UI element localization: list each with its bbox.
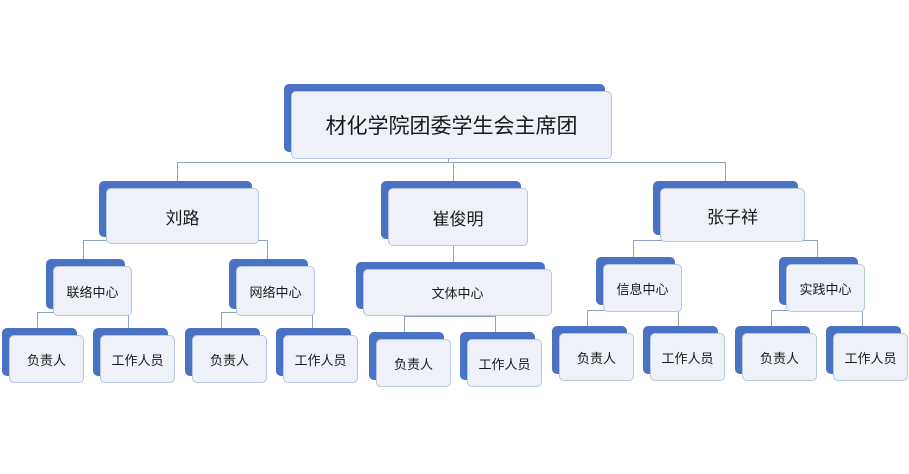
- role-node: 工作人员: [93, 328, 175, 383]
- member-node: 张子祥: [653, 181, 805, 242]
- role-node: 工作人员: [276, 328, 358, 383]
- connector: [495, 316, 496, 332]
- connector: [771, 310, 772, 326]
- node-label: 信息中心: [603, 264, 682, 312]
- connector: [453, 162, 454, 182]
- center-node: 文体中心: [356, 262, 552, 316]
- node-label: 张子祥: [660, 188, 805, 242]
- node-label: 工作人员: [100, 335, 175, 383]
- node-label: 工作人员: [283, 335, 358, 383]
- connector: [267, 240, 268, 260]
- node-label: 联络中心: [53, 266, 132, 316]
- node-label: 负责人: [742, 333, 817, 381]
- node-label: 网络中心: [236, 266, 315, 316]
- node-label: 负责人: [9, 335, 84, 383]
- node-label: 工作人员: [833, 333, 908, 381]
- connector: [448, 158, 449, 163]
- connector: [725, 162, 726, 182]
- role-node: 负责人: [185, 328, 267, 383]
- member-node: 崔俊明: [381, 181, 528, 246]
- role-node: 工作人员: [826, 326, 908, 381]
- center-node: 信息中心: [596, 257, 682, 312]
- node-label: 文体中心: [363, 269, 552, 316]
- node-label: 实践中心: [786, 264, 865, 312]
- node-label: 负责人: [559, 333, 634, 381]
- node-label: 刘路: [106, 188, 259, 244]
- connector: [128, 312, 129, 328]
- connector: [633, 240, 634, 258]
- connector: [37, 312, 38, 328]
- node-label: 负责人: [192, 335, 267, 383]
- connector: [404, 316, 405, 332]
- role-node: 工作人员: [643, 326, 725, 381]
- member-node: 刘路: [99, 181, 259, 244]
- node-label: 工作人员: [650, 333, 725, 381]
- connector: [177, 162, 726, 163]
- center-node: 联络中心: [46, 259, 132, 316]
- connector: [678, 310, 679, 326]
- connector: [587, 310, 588, 326]
- role-node: 负责人: [2, 328, 84, 383]
- node-label: 工作人员: [467, 339, 542, 387]
- node-label: 崔俊明: [388, 188, 528, 246]
- connector: [817, 240, 818, 258]
- root-node: 材化学院团委学生会主席团: [284, 84, 612, 159]
- connector: [404, 316, 496, 317]
- center-node: 网络中心: [229, 259, 315, 316]
- connector: [221, 312, 222, 328]
- connector: [312, 312, 313, 328]
- role-node: 负责人: [735, 326, 817, 381]
- connector: [83, 240, 84, 260]
- role-node: 负责人: [552, 326, 634, 381]
- connector: [862, 310, 863, 326]
- center-node: 实践中心: [779, 257, 865, 312]
- connector: [177, 162, 178, 182]
- node-label: 负责人: [376, 339, 451, 387]
- role-node: 负责人: [369, 332, 451, 387]
- role-node: 工作人员: [460, 332, 542, 387]
- node-label: 材化学院团委学生会主席团: [291, 91, 612, 159]
- connector: [453, 244, 454, 262]
